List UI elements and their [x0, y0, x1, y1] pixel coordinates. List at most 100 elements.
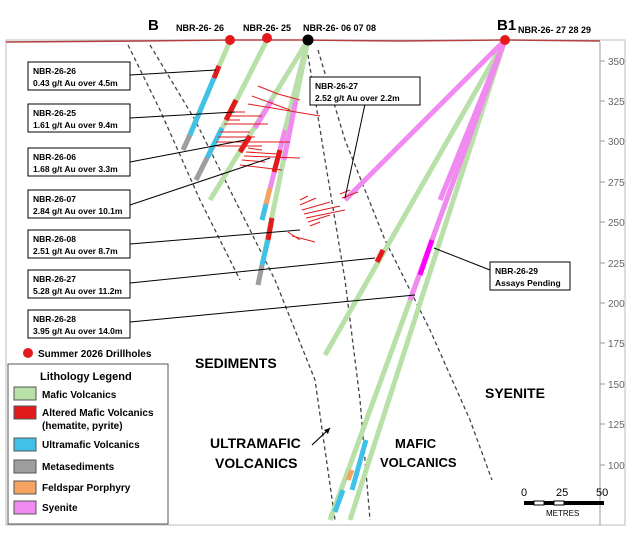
drillhole-key-marker	[23, 348, 33, 358]
elevation-tick-label: 175	[608, 339, 625, 350]
callout-hole: NBR-26-27	[33, 274, 76, 284]
assay-histograms	[214, 85, 359, 243]
callout-box	[27, 229, 131, 259]
assay-spikes-26-25	[214, 111, 290, 147]
ultramafic-interval	[259, 239, 271, 266]
contact-line	[149, 44, 336, 521]
elevation-tick-label: 325	[608, 97, 625, 108]
callout-box	[27, 61, 131, 91]
callout-result: 2.84 g/t Au over 10.1m	[33, 206, 123, 216]
collar-label: NBR-26- 26	[176, 23, 224, 33]
collar-label: NBR-26- 06 07 08	[303, 23, 376, 33]
syenite-interval	[343, 38, 507, 202]
callout-box	[309, 76, 421, 106]
scale-bar: 0 25 50 METRES	[521, 487, 608, 518]
callout-hole: NBR-26-29	[495, 266, 538, 276]
altered-interval	[271, 149, 283, 173]
legend-swatch	[13, 500, 37, 515]
ultramafic-interval	[187, 77, 217, 136]
collar-marker	[262, 33, 272, 43]
scale-tick-label: 0	[521, 487, 527, 499]
legend-label: Metasediments	[42, 462, 115, 473]
collar-label: NBR-26- 25	[243, 23, 291, 33]
elevation-tick-label: 125	[608, 420, 625, 431]
metasediment-interval	[255, 264, 265, 286]
callout-leaders	[129, 69, 491, 323]
assay-spikes-lower	[287, 231, 316, 243]
collar-marker	[500, 35, 510, 45]
scale-unit-label: METRES	[546, 509, 579, 518]
assay-spikes-26-27	[339, 189, 359, 199]
legend-swatch	[13, 459, 37, 474]
syenite-interval	[252, 98, 275, 130]
drillholes	[180, 38, 508, 521]
unit-label-mafic: VOLCANICS	[380, 455, 457, 470]
unit-label-mafic: MAFIC	[395, 436, 437, 451]
ultramafic-interval	[349, 439, 369, 491]
legend-label: Altered Mafic Volcanics	[42, 408, 154, 419]
callout-box	[27, 309, 131, 339]
callout-result: 5.28 g/t Au over 11.2m	[33, 286, 122, 296]
altered-interval	[223, 98, 239, 122]
collar-label: NBR-26- 27 28 29	[518, 25, 591, 35]
legend-sublabel: (hematite, pyrite)	[42, 421, 123, 432]
geological-contacts	[127, 44, 493, 521]
altered-interval	[237, 134, 253, 154]
collars	[225, 33, 510, 46]
callout-box	[27, 269, 131, 299]
elevation-tick-label: 350	[608, 57, 625, 68]
callout-result: 3.95 g/t Au over 14.0m	[33, 326, 123, 336]
porphyry-interval	[263, 187, 273, 205]
elevation-ticks: 350 325 300 275 250 225 200 175 150 125 …	[600, 57, 625, 472]
elevation-tick-label: 225	[608, 259, 625, 270]
legend-label: Syenite	[42, 503, 78, 514]
contact-line	[127, 44, 241, 281]
legend-label: Feldspar Porphyry	[42, 483, 131, 494]
legend-swatch	[13, 437, 37, 452]
altered-interval	[211, 65, 222, 79]
drillhole-trace	[322, 38, 508, 357]
callout-hole: NBR-26-07	[33, 194, 76, 204]
callout-result: 1.61 g/t Au over 9.4m	[33, 120, 118, 130]
legend-label: Ultramafic Volcanics	[42, 440, 140, 451]
elevation-tick-label: 200	[608, 299, 625, 310]
callout-hole: NBR-26-08	[33, 234, 76, 244]
syenite-strong-interval	[417, 239, 435, 276]
elevation-tick-label: 300	[608, 137, 625, 148]
legend-label: Mafic Volcanics	[42, 390, 117, 401]
unit-label-syenite: SYENITE	[485, 385, 545, 401]
collar-marker-black	[302, 34, 314, 46]
callout-box	[27, 189, 131, 219]
callout-result: 1.68 g/t Au over 3.3m	[33, 164, 118, 174]
callout-hole: NBR-26-26	[33, 66, 76, 76]
drillhole-key-label: Summer 2026 Drillholes	[38, 349, 152, 360]
unit-label-ultramafic: VOLCANICS	[215, 455, 297, 471]
elevation-tick-label: 100	[608, 461, 625, 472]
arrow-head	[324, 428, 330, 434]
metasediment-interval	[180, 133, 193, 152]
drillhole-trace	[347, 39, 508, 521]
collar-marker	[225, 35, 235, 45]
legend-swatch	[13, 480, 37, 495]
section-end-label: B	[148, 17, 159, 34]
assay-spikes-26-08	[299, 195, 346, 227]
ultramafic-interval	[204, 126, 225, 160]
callout-result: 0.43 g/t Au over 4.5m	[33, 78, 118, 88]
callout-hole: NBR-26-27	[315, 81, 358, 91]
legend-swatch	[13, 405, 37, 420]
assay-spikes-upper	[247, 85, 321, 117]
ultramafic-interval	[259, 203, 269, 221]
section-end-label: B1	[497, 17, 516, 34]
unit-label-sediments: SEDIMENTS	[195, 355, 277, 371]
contact-line	[317, 49, 493, 481]
porphyry-interval	[345, 469, 355, 481]
callout-result: 2.52 g/t Au over 2.2m	[315, 93, 400, 103]
elevation-tick-label: 250	[608, 218, 625, 229]
metasediment-interval	[193, 156, 210, 182]
callout-box	[27, 103, 131, 133]
callout-hole: NBR-26-06	[33, 152, 76, 162]
callout-box	[489, 261, 571, 291]
syenite-interval	[281, 99, 299, 161]
callout-result: Assays Pending	[495, 278, 561, 288]
